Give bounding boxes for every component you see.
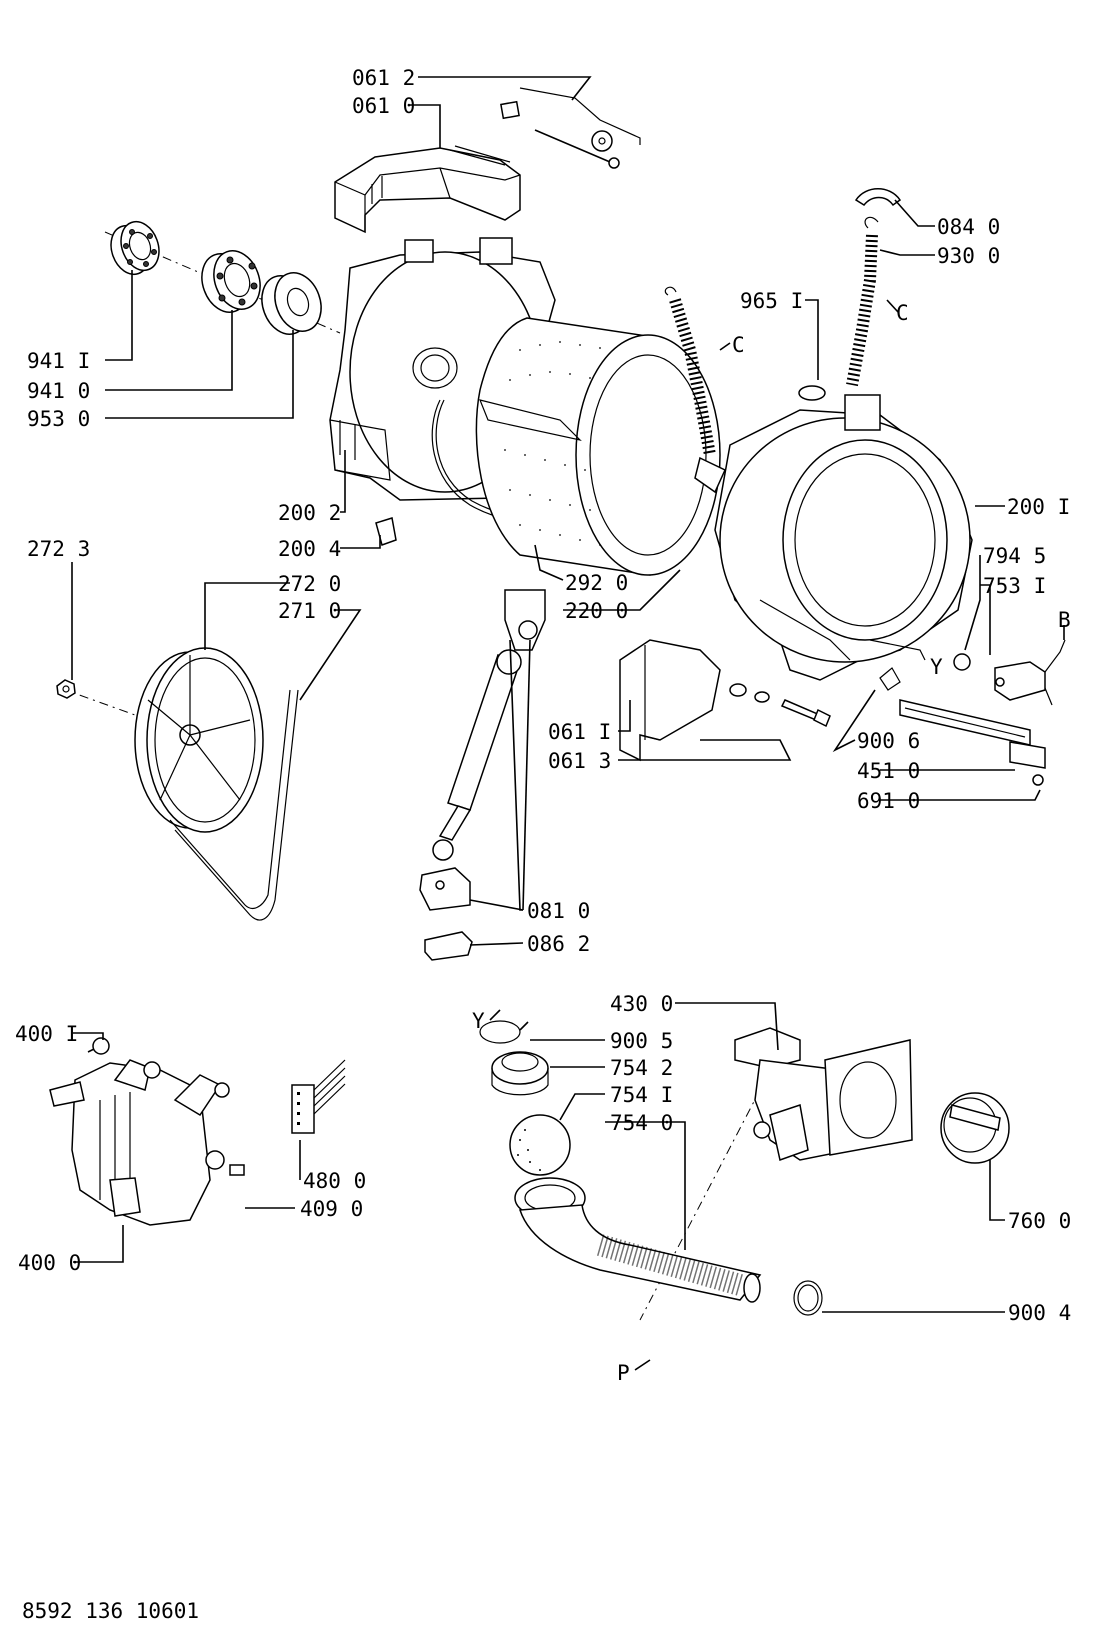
part-900-6-clip bbox=[879, 667, 901, 691]
label-200-1: 200 I bbox=[1007, 495, 1070, 519]
part-086-2-clip bbox=[424, 931, 473, 961]
label-271-0: 271 0 bbox=[278, 599, 341, 623]
label-y-upper: Y bbox=[930, 655, 943, 679]
label-900-5: 900 5 bbox=[610, 1029, 673, 1053]
label-c-mid: C bbox=[732, 333, 745, 357]
part-061-0-counterweight bbox=[334, 145, 521, 234]
label-086-2: 086 2 bbox=[527, 932, 590, 956]
label-200-4: 200 4 bbox=[278, 537, 341, 561]
label-y-lower: Y bbox=[472, 1009, 485, 1033]
part-754-1-ball bbox=[509, 1114, 571, 1176]
label-941-1: 941 I bbox=[27, 349, 90, 373]
part-400-0-motor bbox=[49, 1059, 230, 1226]
part-794-5-grommet bbox=[953, 653, 971, 671]
part-081-0-bracket bbox=[419, 867, 471, 911]
part-409-0-block bbox=[229, 1164, 245, 1176]
label-691-0: 691 0 bbox=[857, 789, 920, 813]
label-272-3: 272 3 bbox=[27, 537, 90, 561]
label-p: P bbox=[617, 1361, 630, 1385]
part-084-0-hook bbox=[854, 188, 902, 207]
part-754-0-drain-hose bbox=[514, 1177, 762, 1303]
label-084-0: 084 0 bbox=[937, 215, 1000, 239]
part-200-1-front-tub bbox=[714, 394, 973, 681]
label-753-1: 753 I bbox=[983, 574, 1046, 598]
part-spring-right bbox=[846, 216, 879, 387]
label-430-0: 430 0 bbox=[610, 992, 673, 1016]
label-200-2: 200 2 bbox=[278, 501, 341, 525]
label-965-1: 965 I bbox=[740, 289, 803, 313]
part-200-4-clip bbox=[375, 517, 397, 546]
part-953-0-seal bbox=[261, 272, 322, 335]
drawing-number: 8592 136 10601 bbox=[22, 1599, 199, 1623]
part-480-0-connector bbox=[291, 1059, 346, 1134]
label-754-2: 754 2 bbox=[610, 1056, 673, 1080]
label-292-0: 292 0 bbox=[565, 571, 628, 595]
part-271-0-belt bbox=[169, 689, 299, 921]
label-754-1: 754 I bbox=[610, 1083, 673, 1107]
part-labels: 061 2 061 0 084 0 930 0 965 I C C 941 I … bbox=[15, 66, 1071, 1623]
label-941-0: 941 0 bbox=[27, 379, 90, 403]
part-272-0-pulley bbox=[134, 647, 264, 833]
part-400-1-carbon-brush bbox=[87, 1037, 110, 1055]
part-430-0-pump bbox=[734, 1027, 913, 1161]
label-900-6: 900 6 bbox=[857, 729, 920, 753]
part-451-0-heater bbox=[899, 699, 1046, 786]
part-900-5-ring bbox=[479, 1020, 529, 1044]
label-930-0: 930 0 bbox=[937, 244, 1000, 268]
label-754-0: 754 0 bbox=[610, 1111, 673, 1135]
part-941-1-bearing bbox=[110, 220, 160, 276]
part-941-0-bearing bbox=[201, 250, 261, 313]
part-spring-left bbox=[664, 286, 726, 494]
label-061-0: 061 0 bbox=[352, 94, 415, 118]
label-400-1: 400 I bbox=[15, 1022, 78, 1046]
part-760-0-filter bbox=[940, 1092, 1010, 1164]
label-061-1: 061 I bbox=[548, 720, 611, 744]
label-081-0: 081 0 bbox=[527, 899, 590, 923]
part-753-1-sensor bbox=[994, 639, 1066, 706]
part-272-3-nut bbox=[56, 679, 76, 699]
label-400-0: 400 0 bbox=[18, 1251, 81, 1275]
part-965-1-plug bbox=[798, 385, 826, 401]
label-272-0: 272 0 bbox=[278, 572, 341, 596]
part-081-0-shock-absorber bbox=[432, 589, 546, 861]
label-953-0: 953 0 bbox=[27, 407, 90, 431]
label-220-0: 220 0 bbox=[565, 599, 628, 623]
label-451-0: 451 0 bbox=[857, 759, 920, 783]
part-754-2-filter-ring bbox=[491, 1051, 549, 1096]
part-220-0-drum bbox=[475, 317, 721, 576]
label-c-top: C bbox=[896, 301, 909, 325]
label-b: B bbox=[1058, 608, 1071, 632]
label-061-3: 061 3 bbox=[548, 749, 611, 773]
part-061-2-bracket-bolt bbox=[500, 87, 641, 169]
part-061-1-front-weight bbox=[619, 639, 721, 762]
label-061-2: 061 2 bbox=[352, 66, 415, 90]
label-409-0: 409 0 bbox=[300, 1197, 363, 1221]
leader-lines bbox=[71, 76, 1065, 1371]
part-061-3-bolt-washers bbox=[729, 683, 831, 728]
part-900-4-clamp bbox=[793, 1280, 823, 1316]
label-480-0: 480 0 bbox=[303, 1169, 366, 1193]
label-760-0: 760 0 bbox=[1008, 1209, 1071, 1233]
label-900-4: 900 4 bbox=[1008, 1301, 1071, 1325]
label-794-5: 794 5 bbox=[983, 544, 1046, 568]
